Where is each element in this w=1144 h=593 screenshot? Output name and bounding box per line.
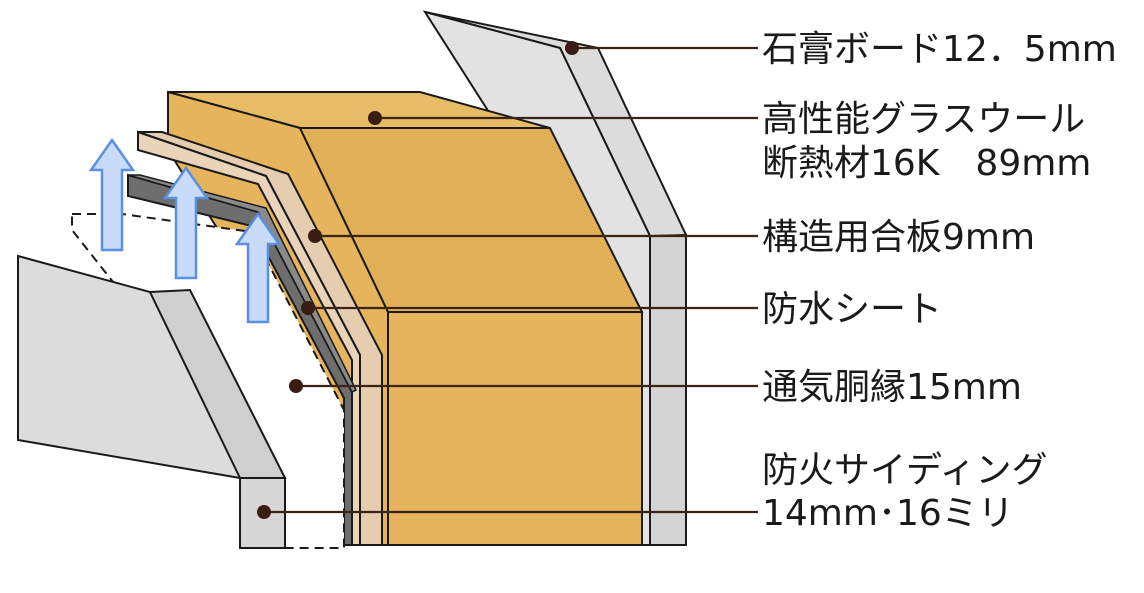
airflow-arrow (162, 165, 210, 280)
leader-membrane (301, 301, 758, 315)
label-furring: 通気胴縁15mm (762, 367, 1022, 408)
leader-gypsum (565, 41, 758, 55)
label-gypsum: 石膏ボード12．5mm (762, 29, 1117, 70)
label-siding-line2: 14mm･16ミリ (762, 493, 1014, 534)
label-siding-line1: 防火サイディング (762, 450, 1047, 491)
leader-siding (257, 505, 758, 519)
label-plywood: 構造用合板9mm (762, 217, 1035, 258)
leader-plywood (308, 229, 758, 243)
label-insulation-line1: 高性能グラスウール (762, 99, 1085, 140)
airflow-arrow (88, 137, 136, 252)
leader-insulation (368, 111, 758, 125)
airflow-arrows (88, 137, 282, 324)
airflow-arrow (234, 211, 282, 324)
label-insulation-line2: 断熱材16K 89mm (762, 143, 1091, 184)
label-membrane: 防水シート (762, 289, 942, 330)
leader-furring (289, 379, 758, 393)
fireproof-siding (17, 254, 287, 549)
